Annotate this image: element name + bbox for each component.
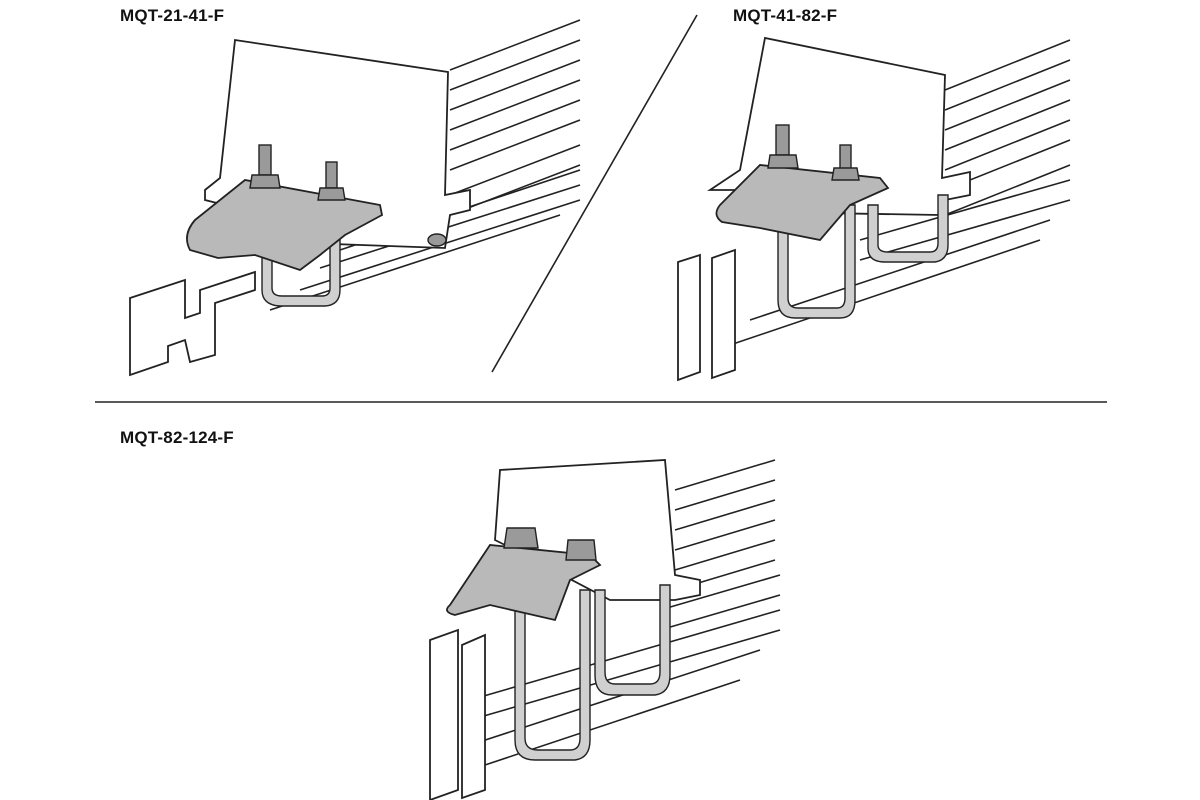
- u-bolt-rear: [594, 584, 671, 696]
- figure-mqt-41-82-f: [677, 36, 1071, 382]
- u-bolt-rear: [867, 194, 949, 263]
- figure-mqt-82-124-f: [429, 459, 781, 800]
- clamp-plate: [715, 164, 890, 241]
- figure-mqt-21-41-f: [129, 19, 581, 377]
- clamp-plate: [446, 544, 602, 622]
- hex-nut: [317, 187, 346, 201]
- hex-nut: [767, 154, 799, 169]
- bolt-thread: [775, 124, 790, 156]
- channel-rail: [429, 628, 486, 800]
- channel-rail: [129, 270, 256, 377]
- hex-nut: [565, 539, 597, 561]
- figure-label-mqt-21-41-f: MQT-21-41-F: [120, 6, 225, 25]
- diagonal-divider: [491, 14, 698, 373]
- hex-nut: [503, 527, 539, 549]
- clamp-plate: [186, 179, 384, 272]
- figure-label-mqt-82-124-f: MQT-82-124-F: [120, 428, 234, 447]
- bolt-thread: [258, 144, 272, 176]
- hex-nut: [249, 174, 281, 189]
- hex-nut: [831, 167, 860, 181]
- bolt-thread: [325, 161, 338, 189]
- rail-lines: [729, 39, 1071, 346]
- channel-rail: [677, 248, 736, 382]
- nut-underside: [427, 233, 447, 247]
- rail-lines: [469, 459, 781, 771]
- figure-label-mqt-41-82-f: MQT-41-82-F: [733, 6, 838, 25]
- bolt-thread: [839, 144, 852, 172]
